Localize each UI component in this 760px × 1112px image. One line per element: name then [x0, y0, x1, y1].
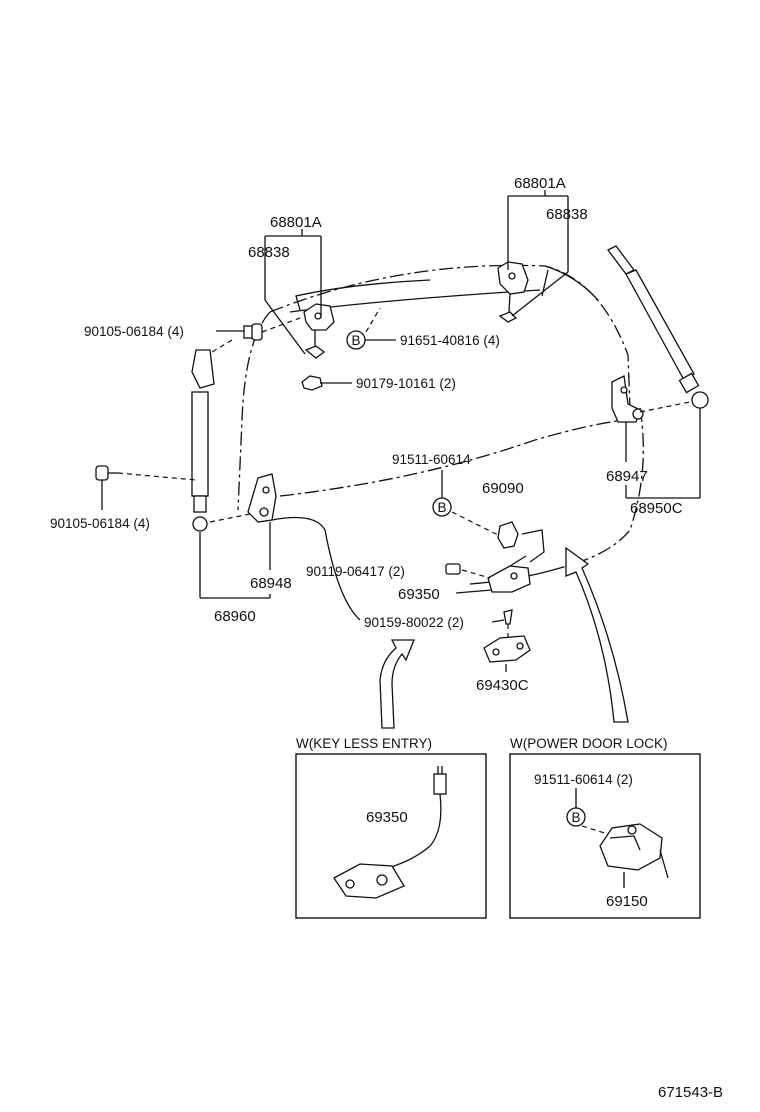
label-stay-left: 68960 [214, 608, 256, 625]
marker-b-top: B [346, 330, 366, 350]
label-stay-right: 68950C [630, 500, 683, 517]
panel-keyless [295, 753, 487, 919]
bolt-damper-part [95, 465, 118, 481]
label-striker: 69430C [476, 677, 529, 694]
panel-keyless-title: W(KEY LESS ENTRY) [296, 736, 432, 751]
striker-part [483, 609, 531, 663]
label-hinge-left: 68838 [248, 244, 290, 261]
bracket-right-part [611, 375, 644, 423]
panel-power-lock-screw: 91511-60614 (2) [534, 772, 633, 787]
svg-text:B: B [351, 333, 360, 348]
panel-power-lock-title: W(POWER DOOR LOCK) [510, 736, 668, 751]
hinge-right-part [497, 261, 529, 323]
hinge-left-part [303, 303, 335, 359]
rod-clip-part [497, 521, 545, 563]
label-bolt-hinge: 90105-06184 (4) [84, 324, 184, 339]
panel-power-lock [509, 753, 701, 919]
marker-b-panel: B [566, 807, 586, 827]
lock-assy-part [487, 555, 531, 593]
bolt-hinge-part [243, 323, 263, 341]
label-hinge-right: 68838 [546, 206, 588, 223]
label-bracket-left: 68948 [250, 575, 292, 592]
label-nut-clip: 90179-10161 (2) [356, 376, 456, 391]
marker-b-mid: B [432, 497, 452, 517]
arrow-left [379, 639, 415, 729]
stay-left-part [191, 349, 215, 532]
figure-code: 671543-B [658, 1084, 723, 1101]
label-bolt-damper-left: 90105-06184 (4) [50, 516, 150, 531]
label-rod-clip: 69090 [482, 480, 524, 497]
nut-clip-part [301, 375, 323, 391]
label-screw-striker: 90159-80022 (2) [364, 615, 464, 630]
label-screw-b-top: 91651-40816 (4) [400, 333, 500, 348]
bracket-left-part [247, 473, 277, 523]
label-hinge-set-left: 68801A [270, 214, 322, 231]
label-hinge-set-right: 68801A [514, 175, 566, 192]
arrow-right [565, 546, 629, 723]
label-lock-assy: 69350 [398, 586, 440, 603]
fastener-lines [117, 307, 691, 835]
leader-lines [101, 190, 701, 888]
stay-right-part [607, 245, 709, 409]
label-bolt-lock: 90119-06417 (2) [306, 564, 405, 579]
panel-power-lock-part: 69150 [606, 893, 648, 910]
bolt-lock-part [445, 563, 461, 575]
svg-text:B: B [571, 810, 580, 825]
label-bracket-right: 68947 [606, 468, 648, 485]
panel-keyless-part: 69350 [366, 809, 408, 826]
svg-text:B: B [437, 500, 446, 515]
label-screw-b-mid: 91511-60614 [392, 452, 471, 467]
